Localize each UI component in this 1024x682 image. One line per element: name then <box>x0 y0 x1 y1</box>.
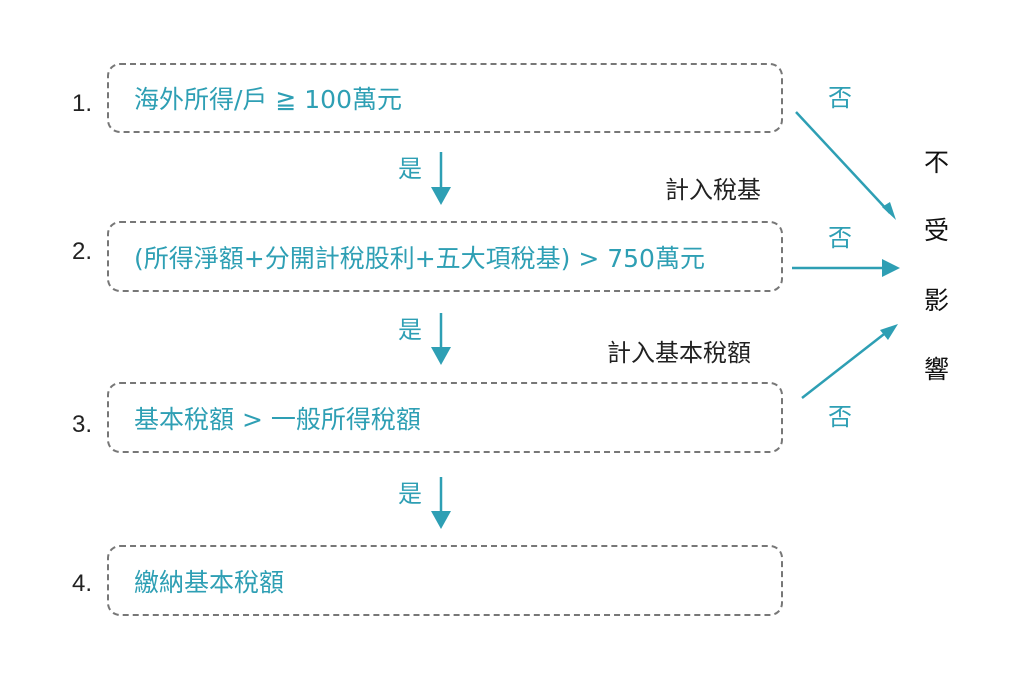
side-note-tax-base: 計入稅基 <box>665 176 761 204</box>
no-arrow-2 <box>792 259 900 277</box>
no-arrow-1 <box>795 111 896 220</box>
step-1-box: 海外所得/戶 ≧ 100萬元 <box>107 63 783 133</box>
step-2-text: (所得淨額+分開計稅股利+五大項稅基) > 750萬元 <box>134 243 705 273</box>
yes-label-1: 是 <box>398 155 422 183</box>
step-1-text: 海外所得/戶 ≧ 100萬元 <box>134 85 402 114</box>
yes-label-3: 是 <box>398 480 422 508</box>
yes-label-2: 是 <box>398 316 422 344</box>
step-3-text: 基本稅額 > 一般所得稅額 <box>134 404 421 434</box>
step-4-box: 繳納基本稅額 <box>107 545 783 616</box>
outcome-char-3: 影 <box>924 286 950 315</box>
outcome-char-1: 不 <box>924 148 950 177</box>
step-3-number: 3. <box>72 411 93 438</box>
step-2-box: (所得淨額+分開計稅股利+五大項稅基) > 750萬元 <box>107 221 783 292</box>
outcome-char-2: 受 <box>924 216 950 245</box>
step-4-number: 4. <box>72 570 93 597</box>
down-arrow-3 <box>431 477 451 529</box>
down-arrow-1 <box>431 152 451 205</box>
no-label-2: 否 <box>828 224 852 252</box>
no-label-1: 否 <box>828 84 852 112</box>
step-4-text: 繳納基本稅額 <box>134 567 285 597</box>
step-2-number: 2. <box>72 238 93 265</box>
down-arrow-2 <box>431 313 451 365</box>
no-label-3: 否 <box>828 403 852 431</box>
side-note-basic-tax: 計入基本稅額 <box>607 339 751 367</box>
step-3-box: 基本稅額 > 一般所得稅額 <box>107 382 783 453</box>
no-arrow-3 <box>801 324 898 399</box>
step-1-number: 1. <box>72 90 93 117</box>
outcome-char-4: 響 <box>924 355 950 384</box>
